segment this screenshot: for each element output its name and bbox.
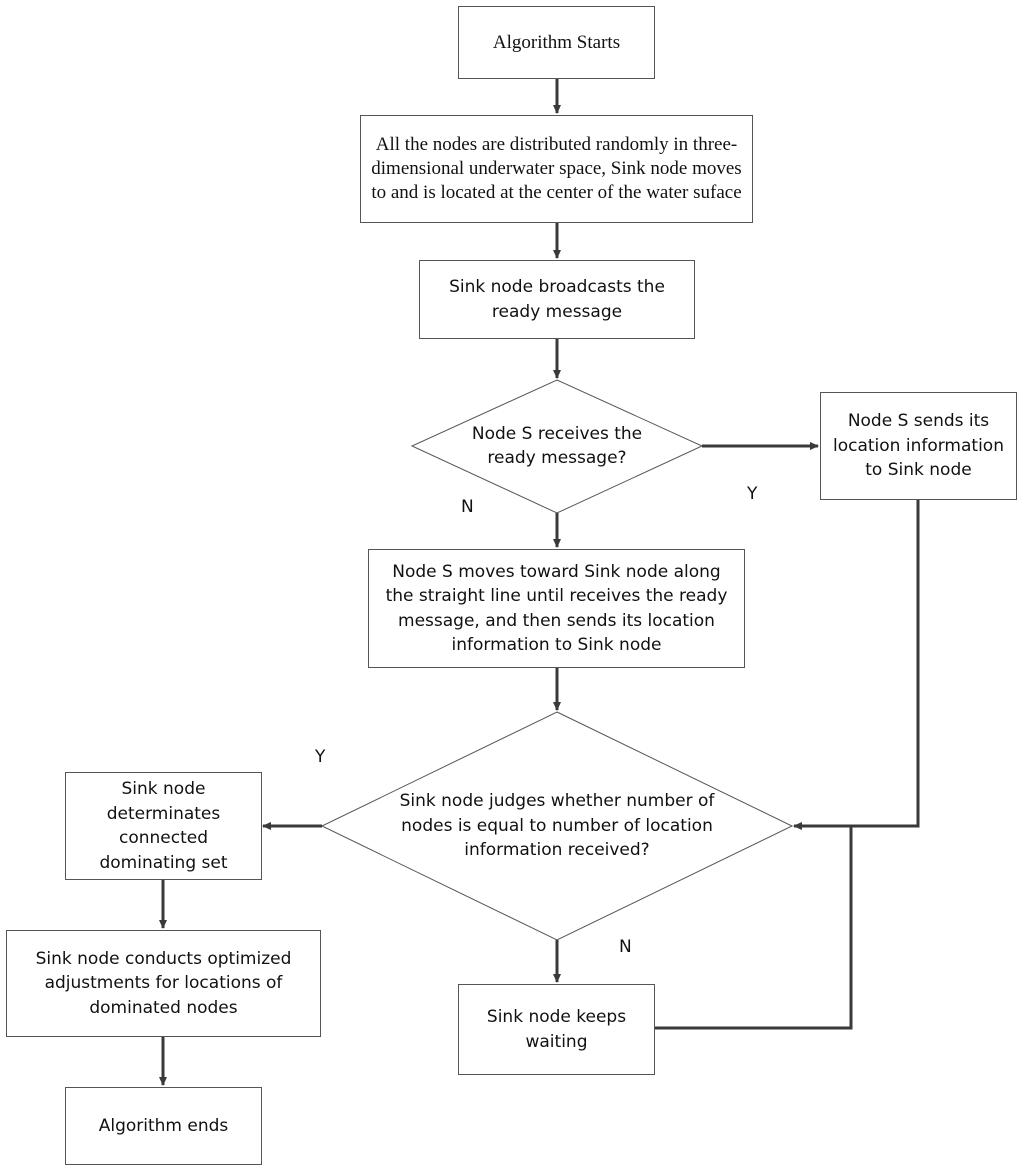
optimized-text: Sink node conducts optimized adjustments… [35, 948, 292, 1018]
determines-cds-text: Sink node determinates connected dominat… [99, 779, 228, 873]
distribute-text: All the nodes are distributed randomly i… [371, 134, 742, 203]
moves-toward-text: Node S moves toward Sink node along the … [385, 561, 728, 656]
arrow-sends-to-judges [793, 500, 920, 830]
sends-location-box: Node S sends its location information to… [820, 392, 1017, 500]
label-q2-no: N [619, 937, 632, 957]
end-box: Algorithm ends [65, 1087, 262, 1165]
connector-waiting-loop [655, 826, 853, 1030]
label-q2-yes: Y [315, 747, 326, 767]
keeps-waiting-box: Sink node keeps waiting [458, 984, 655, 1075]
determines-cds-box: Sink node determinates connected dominat… [65, 772, 262, 880]
distribute-box: All the nodes are distributed randomly i… [360, 115, 753, 223]
label-q1-no: N [461, 497, 474, 517]
broadcast-text: Sink node broadcasts the ready message [449, 277, 665, 322]
end-text: Algorithm ends [98, 1115, 229, 1136]
decision-judges-text: Sink node judges whether number of nodes… [399, 791, 715, 861]
start-box: Algorithm Starts [458, 6, 655, 79]
optimized-box: Sink node conducts optimized adjustments… [6, 930, 321, 1037]
start-text: Algorithm Starts [492, 31, 621, 53]
moves-toward-box: Node S moves toward Sink node along the … [368, 549, 745, 668]
decision-receives-text: Node S receives the ready message? [471, 423, 643, 469]
keeps-waiting-text: Sink node keeps waiting [486, 1007, 627, 1052]
label-q1-yes: Y [747, 484, 758, 504]
broadcast-box: Sink node broadcasts the ready message [419, 260, 695, 339]
sends-location-text: Node S sends its location information to… [833, 411, 1004, 481]
